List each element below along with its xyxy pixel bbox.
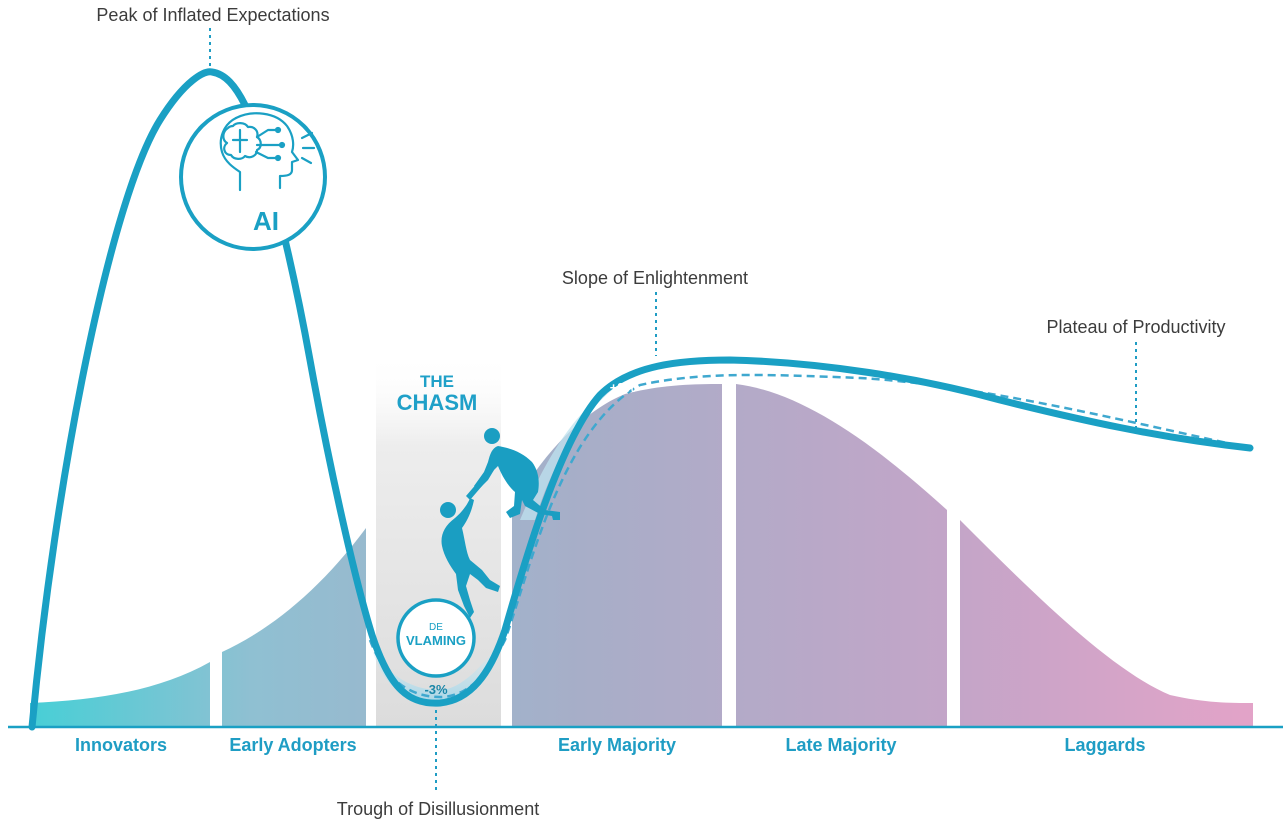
logo-top: DE — [429, 622, 443, 633]
delta-down: -3% — [424, 682, 448, 697]
bar-late-majority — [736, 384, 947, 727]
segment-early-adopters: Early Adopters — [229, 735, 356, 755]
segment-innovators: Innovators — [75, 735, 167, 755]
logo-badge: DE VLAMING — [396, 598, 476, 678]
segment-laggards: Laggards — [1064, 735, 1145, 755]
trough-label: Trough of Disillusionment — [337, 799, 539, 819]
ai-label: AI — [253, 206, 279, 236]
adoption-bars — [30, 384, 1253, 727]
brain-head-icon — [219, 112, 316, 192]
segment-late-majority: Late Majority — [785, 735, 896, 755]
ai-badge: AI — [179, 103, 327, 251]
bar-early-adopters — [222, 528, 366, 727]
peak-label: Peak of Inflated Expectations — [96, 5, 329, 25]
logo-bottom: VLAMING — [406, 633, 466, 648]
segment-early-majority: Early Majority — [558, 735, 676, 755]
chasm-title-line1: THE — [420, 372, 454, 391]
bar-early-majority — [512, 384, 722, 727]
hype-curve — [28, 68, 1254, 731]
bar-innovators — [30, 662, 210, 727]
climbers-icon — [440, 428, 560, 618]
alt-curve — [368, 373, 1251, 699]
slope-label: Slope of Enlightenment — [562, 268, 748, 288]
plateau-label: Plateau of Productivity — [1046, 317, 1225, 337]
delta-up: +3% — [610, 380, 637, 395]
bar-laggards — [960, 520, 1253, 727]
chasm-title-line2: CHASM — [397, 390, 478, 415]
